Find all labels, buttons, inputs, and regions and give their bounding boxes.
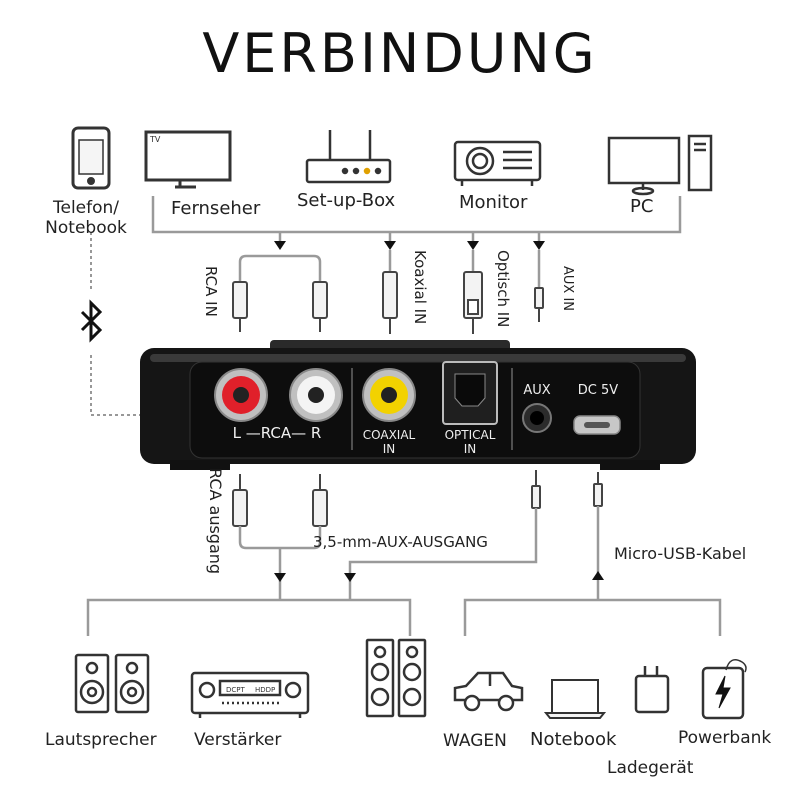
label-pc: PC — [630, 196, 654, 217]
rca-in-plugs — [232, 281, 328, 332]
speakers-icon — [74, 653, 150, 714]
label-rca-out: RCA ausgang — [206, 468, 225, 575]
tv-icon — [144, 130, 232, 189]
powerbank-icon — [701, 659, 747, 720]
amplifier-icon — [190, 671, 310, 718]
label-projector: Monitor — [459, 192, 528, 213]
label-rca-in: RCA IN — [202, 266, 220, 317]
label-tv: Fernseher — [171, 198, 261, 219]
label-powerbank: Powerbank — [678, 728, 772, 748]
label-aux-port: AUX — [523, 383, 551, 398]
rca-in-cable — [238, 254, 322, 282]
label-settop: Set-up-Box — [297, 190, 396, 211]
label-notebook: Notebook — [530, 729, 617, 750]
aux-out-cable — [531, 470, 541, 509]
bluetooth-link-line — [90, 232, 140, 416]
pc-icon — [607, 134, 713, 196]
amp-display-right: HDDP — [255, 686, 275, 694]
tv-badge: TV — [149, 135, 161, 144]
label-speakers: Lautsprecher — [45, 730, 157, 750]
rca-right-port — [289, 368, 343, 422]
rca-out-cable — [238, 526, 322, 600]
label-amplifier: Verstärker — [194, 730, 282, 750]
rca-left-port — [214, 368, 268, 422]
aux-out-line — [348, 508, 538, 600]
optical-in-cable — [463, 250, 483, 334]
coaxial-port — [362, 368, 416, 422]
label-optical-port: OPTICAL IN — [444, 428, 496, 456]
output-arrows — [274, 571, 604, 582]
page-title: VERBINDUNG — [202, 22, 598, 85]
label-car: WAGEN — [443, 731, 507, 751]
coaxial-in-cable — [382, 250, 398, 334]
settop-box-icon — [305, 130, 392, 184]
tower-speakers-icon — [365, 638, 427, 718]
amp-display-left: DCPT — [226, 686, 245, 694]
label-aux-in: AUX IN — [560, 266, 575, 312]
dc-port — [573, 415, 621, 435]
rca-out-plugs — [232, 474, 328, 527]
label-dc-port: DC 5V — [577, 383, 619, 398]
projector-icon — [453, 140, 542, 186]
label-coaxial-port: COAXIAL IN — [362, 428, 416, 456]
bottom-left-bracket — [86, 598, 412, 636]
label-aux-out: 3,5-mm-AUX-AUSGANG — [313, 533, 488, 551]
input-arrows — [274, 241, 545, 250]
aux-in-cable — [534, 250, 544, 322]
label-rca-port: L —RCA— R — [232, 424, 322, 442]
phone-icon — [71, 126, 111, 190]
label-phone: Telefon/ Notebook — [45, 198, 127, 238]
bottom-right-bracket — [463, 598, 722, 636]
optical-port — [442, 361, 498, 425]
aux-port — [522, 403, 552, 433]
label-optical-in: Optisch IN — [494, 250, 512, 328]
label-coaxial-in: Koaxial IN — [411, 250, 429, 325]
laptop-icon — [543, 679, 607, 719]
usb-cable — [593, 472, 603, 507]
bluetooth-icon — [80, 299, 103, 343]
charger-icon — [634, 666, 670, 714]
car-icon — [453, 671, 524, 712]
label-usb: Micro-USB-Kabel — [614, 544, 747, 563]
label-charger: Ladegerät — [607, 758, 694, 778]
